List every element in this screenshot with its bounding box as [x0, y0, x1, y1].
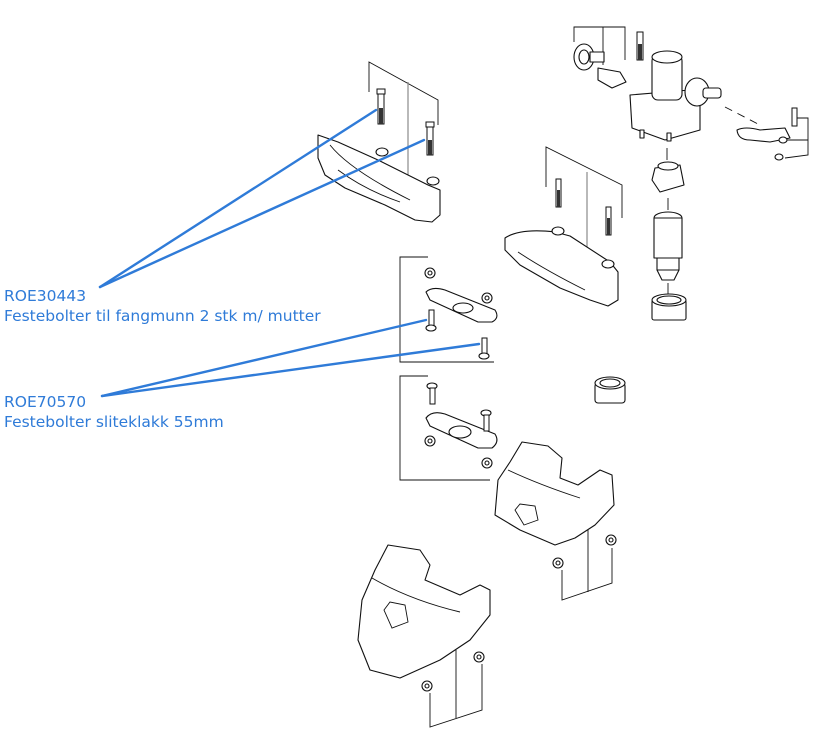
- callout-line: [100, 342, 481, 398]
- sleeve: [651, 293, 687, 321]
- nut: [421, 680, 433, 692]
- wear-plate-upper-group: [399, 256, 498, 363]
- lower-jaw-group: [504, 146, 623, 307]
- nut: [605, 534, 617, 546]
- callout-roe70570: ROE70570 Festebolter sliteklakk 55mm: [4, 392, 224, 432]
- cam-piece: [597, 67, 627, 89]
- bolt-lower-2: [605, 206, 612, 236]
- upper-jaw-group: [317, 61, 441, 223]
- jaw-housing-front: [357, 544, 491, 728]
- coupling-pin: [653, 211, 683, 281]
- locking-lever: [736, 107, 798, 161]
- nut: [424, 435, 436, 447]
- callout-line: [98, 108, 378, 289]
- callout-lines-roe70570: [100, 318, 481, 398]
- part-description: Festebolter sliteklakk 55mm: [4, 413, 224, 431]
- nut: [424, 267, 436, 279]
- wear-plate-lower-group: [399, 375, 498, 481]
- bolt-plate-1: [425, 309, 437, 332]
- part-number: ROE30443: [4, 287, 87, 305]
- part-number: ROE70570: [4, 393, 87, 411]
- bolt-upper-1: [376, 88, 386, 125]
- callout-lines-roe30443: [98, 108, 426, 289]
- valve-actuator-unit: [629, 50, 722, 142]
- bolt-top: [636, 31, 644, 61]
- coupling-jaw-upper: [317, 134, 441, 223]
- part-description: Festebolter til fangmunn 2 stk m/ mutter: [4, 307, 321, 325]
- nut: [481, 292, 493, 304]
- knob: [573, 43, 605, 71]
- callout-line: [98, 138, 426, 289]
- coupling-jaw-lower: [504, 226, 619, 307]
- callout-roe30443: ROE30443 Festebolter til fangmunn 2 stk …: [4, 286, 321, 326]
- nut: [473, 651, 485, 663]
- nut: [481, 457, 493, 469]
- bolt-lower-1: [555, 178, 562, 208]
- nut: [552, 557, 564, 569]
- bolt-upper-2: [425, 121, 435, 156]
- pin-column: [594, 148, 687, 404]
- callout-line: [100, 318, 428, 398]
- valve-actuator-group: [573, 26, 809, 161]
- jaw-housing-rear: [494, 441, 617, 601]
- bushing: [594, 376, 626, 404]
- bolt-plate-3: [426, 382, 438, 405]
- bolt-plate-2: [478, 337, 490, 360]
- bolt-plate-4: [480, 409, 492, 432]
